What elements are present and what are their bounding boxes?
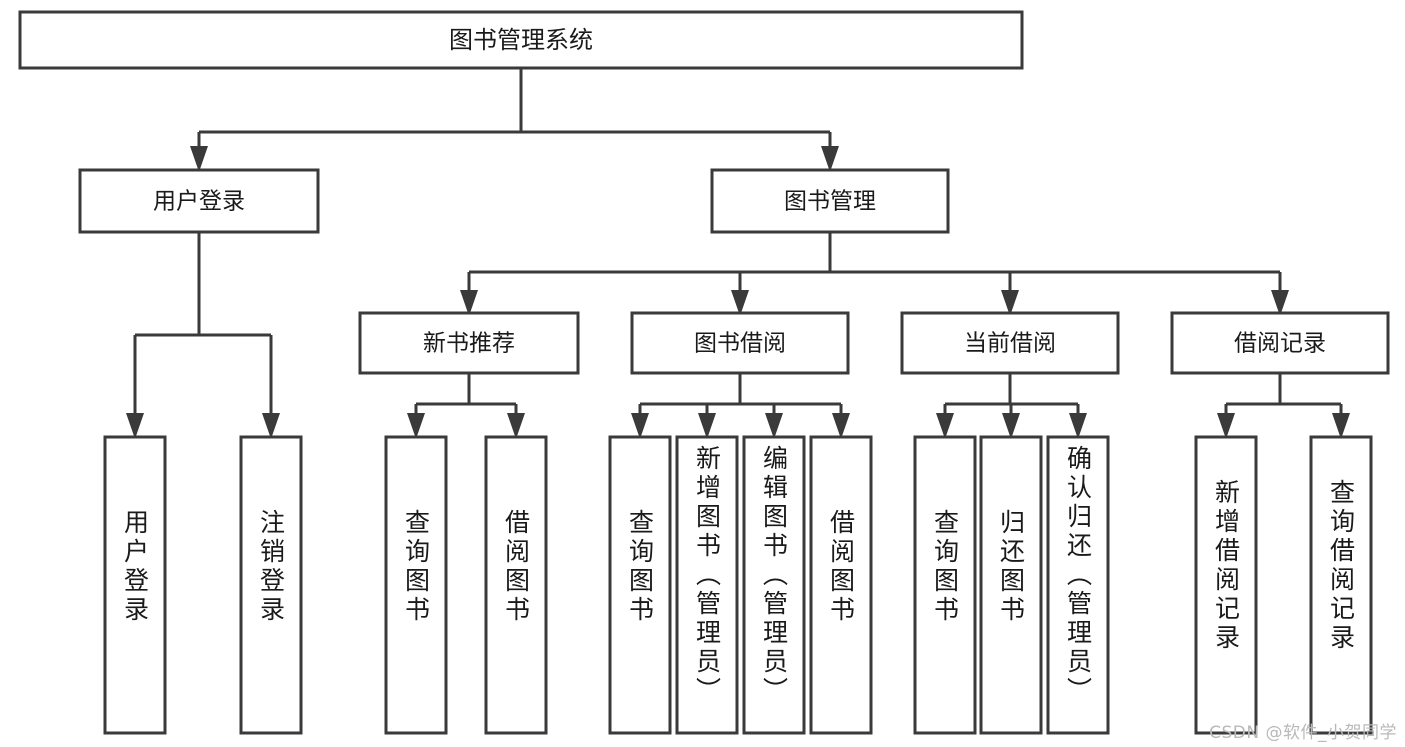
node-user-login-box[interactable] xyxy=(78,168,320,234)
leaf-box-query-book-1[interactable] xyxy=(384,435,448,735)
arrow-icon-root-to-user-login xyxy=(190,146,208,172)
arrow-icon-to-leaf-add-book xyxy=(698,413,716,439)
arrow-icon-to-leaf-borrow-book-1 xyxy=(507,413,525,439)
arrow-icon-to-leaf-return-book xyxy=(1002,413,1020,439)
arrow-icon-to-leaf-query-book-1 xyxy=(407,413,425,439)
node-user-login[interactable]: 用户登录 xyxy=(78,168,320,234)
leaf-box-confirm-return[interactable] xyxy=(1046,435,1110,735)
leaf-box-add-book[interactable] xyxy=(675,435,739,735)
node-new-book-recommend-label: 新书推荐 xyxy=(423,331,515,357)
node-book-management-box[interactable] xyxy=(710,168,950,234)
node-book-management-label: 图书管理 xyxy=(784,189,876,215)
node-current-borrow-box[interactable] xyxy=(900,311,1120,375)
arrow-icon-to-leaf-user-login xyxy=(126,413,144,439)
leaf-box-query-book-2[interactable] xyxy=(608,435,672,735)
arrow-icon-to-leaf-query-book-2 xyxy=(631,413,649,439)
node-new-book-recommend[interactable]: 新书推荐 xyxy=(358,311,580,375)
arrow-icon-to-leaf-logout-login xyxy=(262,413,280,439)
node-borrow-record-label: 借阅记录 xyxy=(1234,331,1326,357)
node-borrow-record-box[interactable] xyxy=(1170,311,1390,375)
node-root-label: 图书管理系统 xyxy=(449,26,593,54)
connector-layer xyxy=(126,68,1350,439)
arrow-icon-root-to-book-management xyxy=(821,146,839,172)
leaf-box-edit-book[interactable] xyxy=(742,435,806,735)
node-book-borrow[interactable]: 图书借阅 xyxy=(630,311,850,375)
node-current-borrow-label: 当前借阅 xyxy=(964,331,1056,357)
node-borrow-record[interactable]: 借阅记录 xyxy=(1170,311,1390,375)
leaf-box-borrow-book-1[interactable] xyxy=(484,435,548,735)
leaf-box-user-login[interactable] xyxy=(103,435,167,735)
node-book-borrow-label: 图书借阅 xyxy=(694,331,786,357)
arrow-icon-to-leaf-edit-book xyxy=(765,413,783,439)
leaf-box-query-record[interactable] xyxy=(1309,435,1373,735)
leaf-box-borrow-book-2[interactable] xyxy=(809,435,873,735)
node-book-management[interactable]: 图书管理 xyxy=(710,168,950,234)
leaf-box-query-book-3[interactable] xyxy=(913,435,977,735)
leaf-box-logout-login[interactable] xyxy=(239,435,303,735)
node-user-login-label: 用户登录 xyxy=(153,189,245,215)
node-new-book-recommend-box[interactable] xyxy=(358,311,580,375)
node-root-box[interactable] xyxy=(18,10,1024,70)
arrow-icon-to-leaf-query-record xyxy=(1332,413,1350,439)
node-current-borrow[interactable]: 当前借阅 xyxy=(900,311,1120,375)
leaf-box-return-book[interactable] xyxy=(979,435,1043,735)
leaf-box-layer xyxy=(103,435,1373,735)
leaf-box-add-record[interactable] xyxy=(1194,435,1258,735)
arrow-icon-to-leaf-query-book-3 xyxy=(936,413,954,439)
arrow-icon-to-leaf-add-record xyxy=(1217,413,1235,439)
arrow-icon-to-leaf-confirm-return xyxy=(1069,413,1087,439)
arrow-icon-to-leaf-borrow-book-2 xyxy=(832,413,850,439)
node-book-borrow-box[interactable] xyxy=(630,311,850,375)
node-root[interactable]: 图书管理系统 xyxy=(18,10,1024,70)
